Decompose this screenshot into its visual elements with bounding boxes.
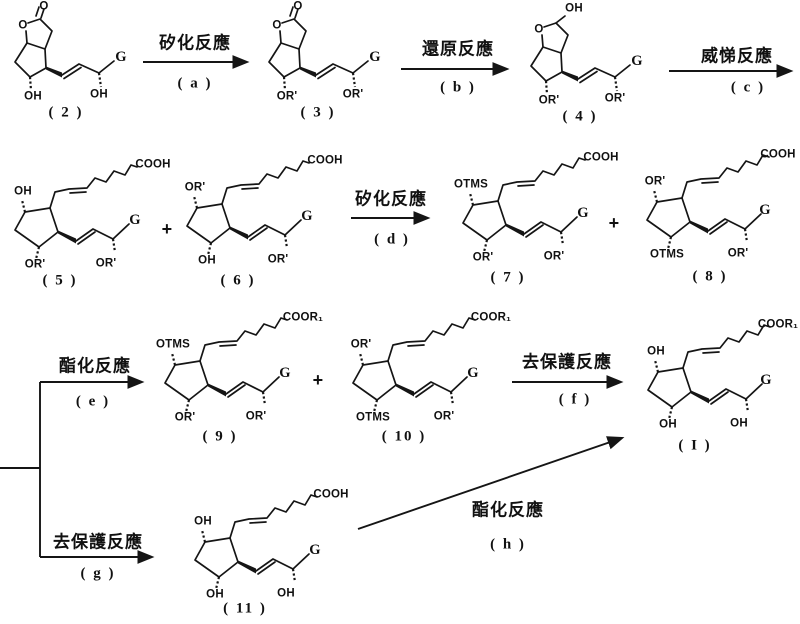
compound-10-top-group: OR' xyxy=(350,338,372,351)
reaction-a-name: 矽化反應 xyxy=(159,33,231,53)
reaction-e-step: ( e ) xyxy=(75,393,111,410)
compound-6-bottom-group: OH xyxy=(198,254,216,267)
compound-I-chain-group: OH xyxy=(730,417,748,430)
compound-8-top-group: OR' xyxy=(644,175,666,188)
compound-I-top-group: OH xyxy=(647,345,665,358)
reaction-d-name: 矽化反應 xyxy=(355,189,427,209)
structure-4-skeleton xyxy=(531,16,630,94)
structure-9-skeleton xyxy=(163,316,289,414)
compound-8-side-group: G xyxy=(759,201,771,218)
compound-4-ring-o: O xyxy=(534,23,544,36)
compound-10-side-group: G xyxy=(467,364,479,381)
reaction-h-name: 酯化反應 xyxy=(472,500,544,520)
compound-6-chain-group: OR' xyxy=(267,253,289,266)
compound-9-bottom-group: OR' xyxy=(174,411,196,424)
reaction-f-step: ( f ) xyxy=(558,391,592,408)
compound-4-number: ( 4 ) xyxy=(562,108,598,125)
structure-11-skeleton xyxy=(193,493,319,591)
structure-7-skeleton xyxy=(461,156,587,254)
arrow-h-diagonal xyxy=(357,436,625,530)
compound-4-chain-group: OR' xyxy=(604,92,626,105)
reaction-b-name: 還原反應 xyxy=(422,39,494,59)
compound-11-bottom-group: OH xyxy=(206,588,224,601)
compound-10-bottom-group: OTMS xyxy=(355,411,391,424)
compound-5-side-group: G xyxy=(129,211,141,228)
compound-2-side-group: G xyxy=(115,48,127,65)
compound-11-acid-group: COOH xyxy=(313,488,349,501)
compound-2-ring-group: OH xyxy=(24,90,42,103)
compound-9-chain-group: OR' xyxy=(245,410,267,423)
compound-6-top-group: OR' xyxy=(184,181,206,194)
compound-6-number: ( 6 ) xyxy=(220,272,256,289)
compound-5-number: ( 5 ) xyxy=(42,272,78,289)
compound-8-chain-group: OR' xyxy=(727,247,749,260)
compound-I-number: ( I ) xyxy=(678,437,712,454)
compound-9-number: ( 9 ) xyxy=(202,428,238,445)
compound-3-ring-group: OR' xyxy=(276,90,298,103)
compound-I-side-group: G xyxy=(760,371,772,388)
reaction-b-step: ( b ) xyxy=(440,79,476,96)
compound-11-top-group: OH xyxy=(194,515,212,528)
compound-11-number: ( 11 ) xyxy=(223,600,267,617)
plus-sign-7-8: + xyxy=(608,213,620,233)
compound-8-number: ( 8 ) xyxy=(692,268,728,285)
plus-sign-5-6: + xyxy=(161,219,173,239)
compound-3-ring-o: O xyxy=(272,19,282,32)
structure-8-skeleton xyxy=(645,153,771,251)
reaction-f-name: 去保護反應 xyxy=(522,352,612,372)
compound-10-number: ( 10 ) xyxy=(381,428,427,445)
compound-5-chain-group: OR' xyxy=(95,257,117,270)
compound-10-acid-group: COOR₁ xyxy=(470,311,512,324)
reaction-g-name: 去保護反應 xyxy=(53,532,143,552)
branch-connector-line xyxy=(0,382,41,557)
compound-4-ring-group: OR' xyxy=(538,94,560,107)
compound-9-top-group: OTMS xyxy=(155,338,191,351)
compound-4-side-group: G xyxy=(631,52,643,69)
reaction-e-name: 酯化反應 xyxy=(59,356,131,376)
plus-sign-9-10: + xyxy=(312,370,324,390)
compound-2-number: ( 2 ) xyxy=(48,104,84,121)
compound-9-side-group: G xyxy=(279,364,291,381)
compound-I-acid-group: COOR₁ xyxy=(757,318,799,331)
compound-3-number: ( 3 ) xyxy=(300,104,336,121)
structure-5-skeleton xyxy=(13,163,139,261)
compound-7-bottom-group: OR' xyxy=(472,251,494,264)
compound-9-acid-group: COOR₁ xyxy=(282,311,324,324)
compound-5-acid-group: COOH xyxy=(135,158,171,171)
compound-7-acid-group: COOH xyxy=(583,151,619,164)
compound-2-ring-o: O xyxy=(18,19,28,32)
compound-3-carbonyl-o: O xyxy=(293,0,303,13)
compound-7-number: ( 7 ) xyxy=(490,269,526,286)
compound-8-bottom-group: OTMS xyxy=(649,248,685,261)
compound-2-chain-group: OH xyxy=(90,88,108,101)
structure-I-skeleton xyxy=(646,323,772,421)
compound-5-bottom-group: OR' xyxy=(24,258,46,271)
reaction-g-step: ( g ) xyxy=(80,565,116,582)
compound-7-top-group: OTMS xyxy=(453,178,489,191)
compound-8-acid-group: COOH xyxy=(760,148,796,161)
compound-6-side-group: G xyxy=(301,207,313,224)
compound-5-top-group: OH xyxy=(14,185,32,198)
compound-3-chain-group: OR' xyxy=(342,88,364,101)
reaction-c-step: ( c ) xyxy=(730,79,766,96)
structure-3-skeleton xyxy=(269,7,368,90)
compound-I-bottom-group: OH xyxy=(659,418,677,431)
compound-10-chain-group: OR' xyxy=(433,410,455,423)
compound-11-chain-group: OH xyxy=(277,587,295,600)
reaction-a-step: ( a ) xyxy=(177,75,213,92)
structure-10-skeleton xyxy=(351,316,477,414)
compound-7-side-group: G xyxy=(577,204,589,221)
structure-2-skeleton xyxy=(15,7,114,90)
compound-11-side-group: G xyxy=(309,541,321,558)
compound-3-side-group: G xyxy=(369,48,381,65)
compound-6-acid-group: COOH xyxy=(307,154,343,167)
structure-6-skeleton xyxy=(185,159,311,257)
reaction-d-step: ( d ) xyxy=(374,231,410,248)
compound-7-chain-group: OR' xyxy=(543,250,565,263)
reaction-h-step: ( h ) xyxy=(490,536,526,553)
compound-2-carbonyl-o: O xyxy=(39,0,49,13)
reaction-c-name: 威悌反應 xyxy=(701,46,773,66)
compound-4-lactol-oh: OH xyxy=(565,2,583,15)
